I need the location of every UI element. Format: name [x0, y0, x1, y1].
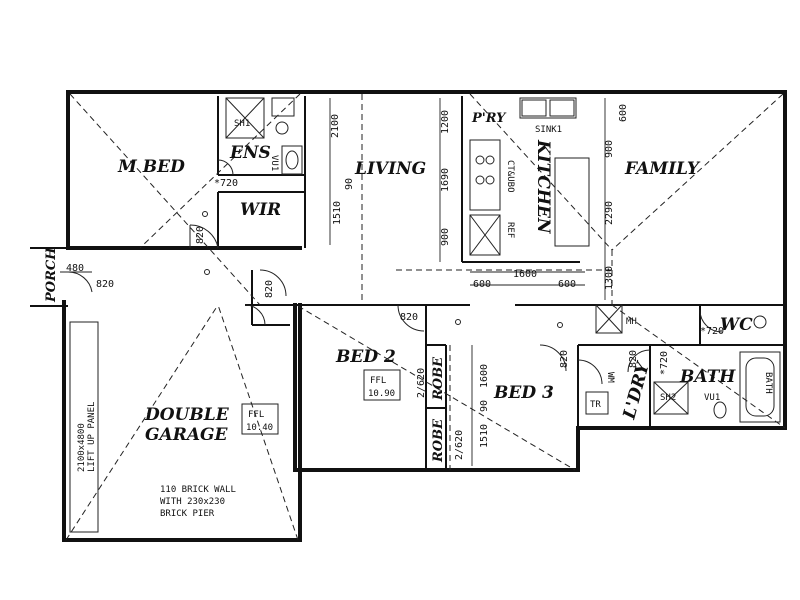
fixture-wm: WM	[605, 372, 615, 383]
roof-hip-lines	[65, 93, 786, 541]
fixture-sh1: SH1	[234, 119, 250, 129]
brick-note-line3: BRICK PIER	[160, 509, 215, 519]
fixture-sink1: SINK1	[535, 125, 562, 135]
room-kitchen: KITCHEN	[533, 139, 553, 235]
dim-1600: 1600	[513, 269, 537, 280]
dim-900b: 900	[604, 140, 615, 158]
room-pantry: P'RY	[471, 111, 507, 126]
room-ens: ENS	[229, 143, 271, 163]
interior-walls	[217, 96, 785, 468]
dim-2100: 2100	[330, 114, 341, 138]
door-porch: 820	[96, 279, 114, 290]
fixtures	[69, 97, 781, 533]
room-bed3: BED 3	[493, 383, 554, 403]
ffl-bed2-value: 10.90	[368, 389, 395, 399]
room-porch: PORCH	[44, 247, 59, 303]
room-garage: GARAGE	[145, 425, 229, 445]
fixture-ref: REF	[505, 222, 515, 238]
fixture-sh2: SH2	[660, 393, 676, 403]
dim-2290: 2290	[604, 201, 615, 225]
dim-600a: 600	[618, 104, 629, 122]
room-wir: WIR	[240, 200, 281, 220]
exterior-walls	[30, 90, 787, 542]
door-bed3: 820	[559, 350, 570, 368]
robe-lower-dim: 2/620	[454, 430, 465, 460]
room-double: DOUBLE	[144, 405, 230, 425]
door-hall: 820	[264, 280, 275, 298]
fixture-mh: MH	[626, 317, 637, 327]
dim-1690: 1690	[440, 168, 451, 192]
ffl-garage-label: FFL	[248, 410, 264, 420]
dim-900a: 900	[440, 228, 451, 246]
fixture-vu2: VU1	[704, 393, 720, 403]
room-living: LIVING	[354, 159, 426, 179]
room-bath: BATH	[679, 367, 736, 387]
panel-note-line2: LIFT UP PANEL	[87, 402, 97, 472]
ffl-bed2-label: FFL	[370, 376, 386, 386]
dim-480: 480	[66, 263, 84, 274]
room-m-bed: M BED	[117, 157, 185, 177]
room-bed2: BED 2	[335, 347, 396, 367]
dim-1600b: 1600	[479, 364, 490, 388]
dimension-lines	[60, 98, 606, 466]
room-family: FAMILY	[624, 159, 701, 179]
fixture-vu1: VU1	[269, 155, 279, 171]
dim-600b: 600	[473, 279, 491, 290]
fixture-ct-ubo: CT&UBO	[505, 160, 515, 193]
room-robe-lower: ROBE	[431, 418, 446, 463]
fixture-tr: TR	[590, 400, 601, 410]
robe-upper-dim: 2/620	[416, 368, 427, 398]
dim-600c: 600	[558, 279, 576, 290]
door-mbed: 820	[195, 226, 206, 244]
door-bath: *720	[659, 351, 670, 375]
door-ens: *720	[214, 178, 238, 189]
fixture-labels: SH1 VU1 SINK1 CT&UBO REF MH WM TR SH2 VU…	[234, 119, 773, 410]
room-robe-upper: ROBE	[431, 356, 446, 401]
dim-1510a: 1510	[332, 201, 343, 225]
dim-1300: 1300	[604, 266, 615, 290]
brick-note-line2: WITH 230x230	[160, 497, 225, 507]
room-wc: WC	[720, 315, 753, 335]
fixture-bath-tub: BATH	[763, 372, 773, 394]
room-labels: M BED ENS WIR LIVING P'RY KITCHEN FAMILY…	[44, 111, 753, 463]
ffl-garage-value: 10.40	[246, 423, 273, 433]
dim-1200: 1200	[440, 110, 451, 134]
brick-note-line1: 110 BRICK WALL	[160, 485, 236, 495]
panel-note-line1: 2100x4800	[77, 423, 87, 472]
door-bed2: 820	[400, 312, 418, 323]
dim-90b: 90	[479, 400, 490, 412]
door-ldry: 820	[628, 350, 639, 368]
dim-90a: 90	[344, 178, 355, 190]
dim-1510b: 1510	[479, 424, 490, 448]
dimension-labels: 2100 90 1510 1200 1690 900 600 900 2290 …	[66, 104, 724, 460]
door-wc: *720	[700, 326, 724, 337]
notes: FFL 10.90 FFL 10.40 2100x4800 LIFT UP PA…	[77, 369, 401, 519]
